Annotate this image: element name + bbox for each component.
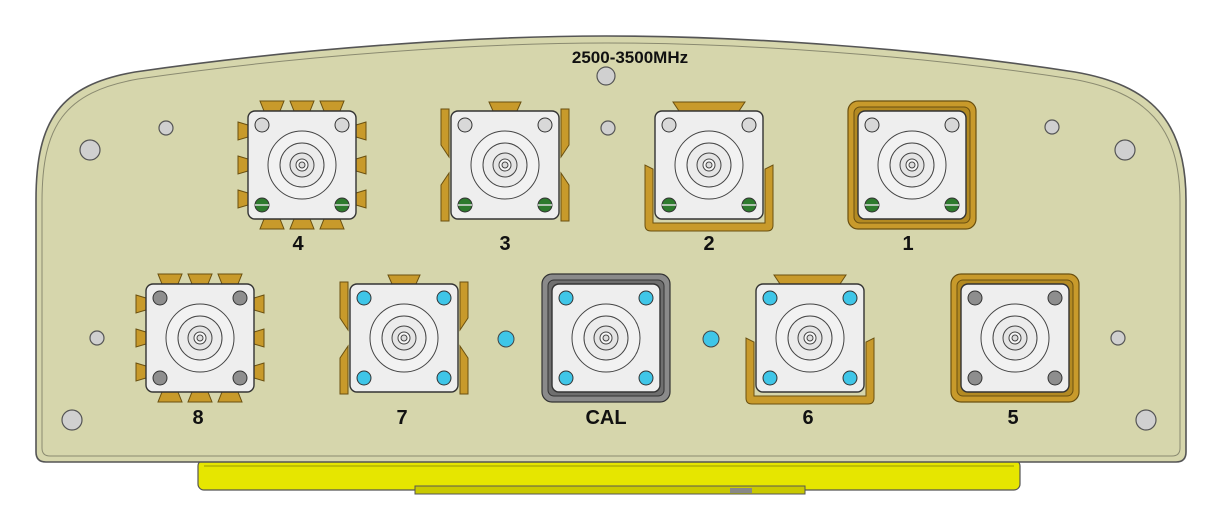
screw-icon (232, 290, 248, 306)
mount-hole (61, 409, 83, 431)
screw-icon (741, 117, 757, 133)
screw-icon (638, 370, 654, 386)
connector-7: 7 (339, 274, 469, 429)
screw-icon (558, 290, 574, 306)
screw-icon (232, 370, 248, 386)
screw-icon (558, 370, 574, 386)
screw-icon (944, 117, 960, 133)
screw-icon (1047, 290, 1063, 306)
screw-icon (661, 117, 677, 133)
screw-icon (334, 117, 350, 133)
mount-hole (89, 330, 105, 346)
screw-icon (152, 370, 168, 386)
connector-label: 1 (902, 233, 913, 255)
mount-hole (1114, 139, 1136, 161)
screw-icon (356, 290, 372, 306)
screw-icon (762, 370, 778, 386)
connector-label: 6 (802, 407, 813, 429)
connector-1: 1 (847, 100, 977, 255)
screw-icon (1047, 370, 1063, 386)
connector-label: 4 (292, 233, 304, 255)
screw-icon (457, 117, 473, 133)
screw-icon (864, 117, 880, 133)
mount-hole (79, 139, 101, 161)
connector-label: 7 (396, 407, 407, 429)
screw-icon (967, 290, 983, 306)
screw-icon (152, 290, 168, 306)
connector-6: 6 (745, 274, 875, 429)
connector-4: 4 (237, 100, 367, 255)
mounting-holes (61, 66, 1157, 431)
connector-8: 8 (135, 273, 265, 429)
frequency-label: 2500-3500MHz (572, 48, 688, 67)
indicator-dot (702, 330, 720, 348)
connector-label: 2 (703, 233, 714, 255)
connector-5: 5 (950, 273, 1080, 429)
screw-icon (356, 370, 372, 386)
mount-hole (600, 120, 616, 136)
screw-icon (842, 290, 858, 306)
mount-hole (596, 66, 616, 86)
screw-icon (254, 117, 270, 133)
screw-icon (537, 117, 553, 133)
mount-hole (1135, 409, 1157, 431)
connector-label: CAL (585, 407, 626, 429)
connectors-layer: 4 3 2 1 8 7 CAL 6 5 (135, 100, 1080, 429)
mounting-base (197, 459, 1021, 495)
screw-icon (842, 370, 858, 386)
screw-icon (638, 290, 654, 306)
mount-hole (158, 120, 174, 136)
connector-3: 3 (440, 101, 570, 255)
screw-icon (762, 290, 778, 306)
connector-2: 2 (644, 101, 774, 255)
connector-label: 3 (499, 233, 510, 255)
indicator-dot (497, 330, 515, 348)
screw-icon (436, 290, 452, 306)
connector-label: 5 (1007, 407, 1018, 429)
screw-icon (436, 370, 452, 386)
mount-hole (1110, 330, 1126, 346)
mount-hole (1044, 119, 1060, 135)
connector-label: 8 (192, 407, 203, 429)
screw-icon (967, 370, 983, 386)
connector-cal: CAL (541, 273, 671, 429)
